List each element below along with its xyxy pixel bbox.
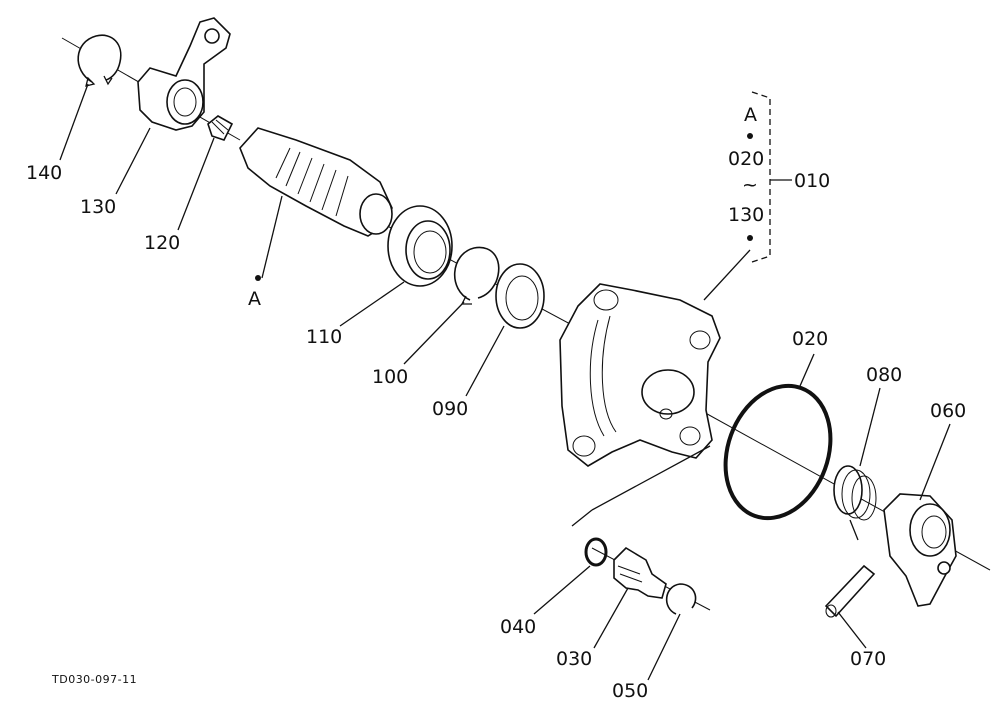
- set-screw-120: [207, 115, 234, 141]
- assembly-bracket: [255, 91, 792, 281]
- part-label-120: 120: [144, 232, 181, 254]
- snap-ring-050: [665, 583, 697, 615]
- leader-lines: [59, 83, 951, 681]
- reference-code: TD030-097-11: [52, 673, 138, 686]
- part-label-070: 070: [850, 648, 887, 670]
- housing: [559, 283, 721, 467]
- part-label-090: 090: [432, 398, 469, 420]
- washer-090: [495, 263, 545, 329]
- spring-080: [833, 465, 877, 541]
- o-ring-040: [584, 537, 608, 567]
- pin-070: [824, 564, 876, 618]
- cam-lever-060: [883, 493, 957, 607]
- assembly-range-sep: ~: [742, 174, 758, 196]
- part-label-050: 050: [612, 680, 649, 702]
- assembly-marker-a: A: [744, 104, 757, 126]
- snap-ring-100: [453, 246, 500, 305]
- assembly-range-end: 130: [728, 204, 765, 226]
- part-label-080: 080: [866, 364, 903, 386]
- lever-arm-130: [137, 17, 231, 131]
- valve-030: [613, 546, 667, 599]
- o-ring-020: [723, 383, 833, 521]
- part-label-020: 020: [792, 328, 829, 350]
- part-label-030: 030: [556, 648, 593, 670]
- part-label-060: 060: [930, 400, 967, 422]
- snap-ring-140: [77, 34, 122, 87]
- bearing-110: [387, 205, 453, 287]
- assembly-range-start: 020: [728, 148, 765, 170]
- part-label-100: 100: [372, 366, 409, 388]
- part-label-040: 040: [500, 616, 537, 638]
- shaft-assembly-a: [239, 127, 393, 237]
- marker-label-a: A: [248, 288, 261, 310]
- part-label-140: 140: [26, 162, 63, 184]
- part-label-110: 110: [306, 326, 343, 348]
- assembly-number-010: 010: [794, 170, 831, 192]
- part-label-130: 130: [80, 196, 117, 218]
